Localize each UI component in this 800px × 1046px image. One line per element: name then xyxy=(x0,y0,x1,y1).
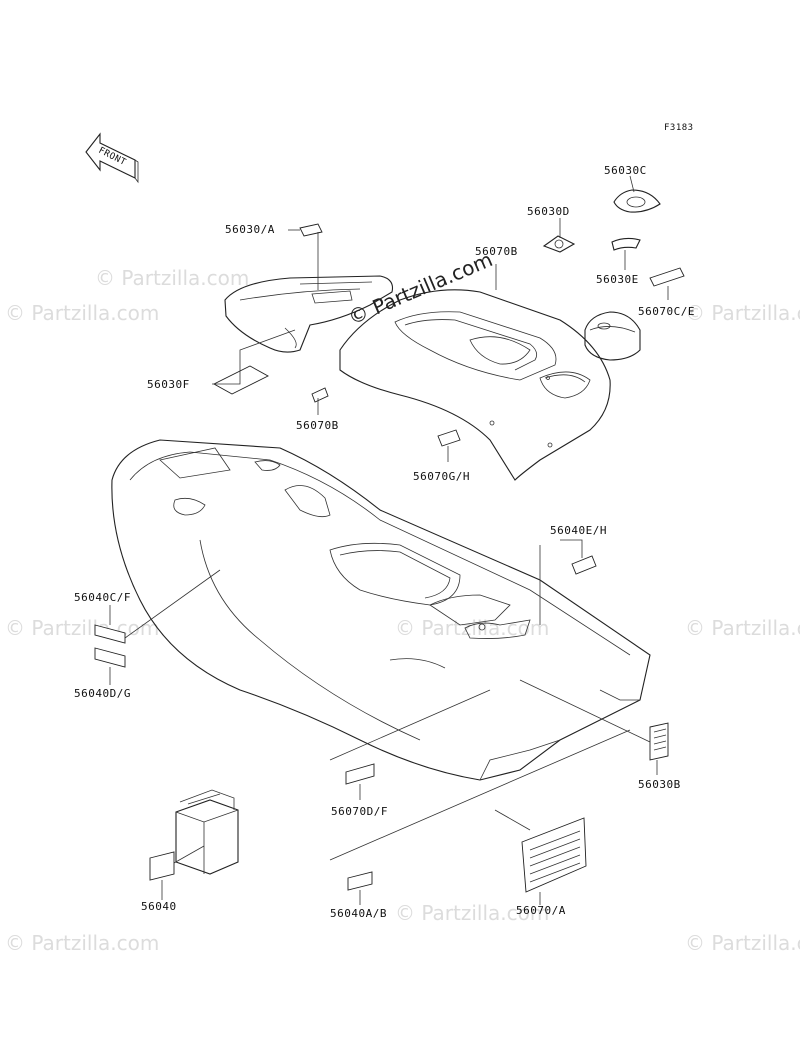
decal-56030f xyxy=(213,365,269,395)
watermark: © Partzilla.com xyxy=(395,901,549,925)
part-56030e-clip xyxy=(611,237,641,251)
hull-part xyxy=(111,439,651,781)
label-56040[interactable]: 56040 xyxy=(141,900,177,913)
label-56030a[interactable]: 56030/A xyxy=(225,223,275,236)
decal-56040dg xyxy=(94,647,126,668)
label-56030b[interactable]: 56030B xyxy=(638,778,681,791)
label-56070df[interactable]: 56070D/F xyxy=(331,805,388,818)
decal-56040 xyxy=(149,851,175,881)
decal-56040cf xyxy=(94,624,126,644)
watermark: © Partzilla.com xyxy=(5,616,159,640)
decal-group xyxy=(94,223,685,893)
decal-56070df xyxy=(345,763,375,785)
watermark-main: © Partzilla.com xyxy=(345,247,496,329)
label-56040dg[interactable]: 56040D/G xyxy=(74,687,131,700)
label-56070a[interactable]: 56070/A xyxy=(516,904,566,917)
label-56030e[interactable]: 56030E xyxy=(596,273,639,286)
watermark: © Partzilla.com xyxy=(395,616,549,640)
label-56070ce[interactable]: 56070C/E xyxy=(638,305,695,318)
watermark: © Partzilla.com xyxy=(685,616,800,640)
decal-56070a xyxy=(521,817,587,893)
battery-part xyxy=(175,789,239,875)
front-arrow-icon: FRONT xyxy=(85,132,139,184)
label-56040eh[interactable]: 56040E/H xyxy=(550,524,607,537)
label-56040ab[interactable]: 56040A/B xyxy=(330,907,387,920)
rear-cover-part xyxy=(224,275,394,353)
decal-56030a xyxy=(299,223,323,237)
watermark: © Partzilla.com xyxy=(95,266,249,290)
figure-reference: F3183 xyxy=(664,123,694,133)
label-56070b-top[interactable]: 56070B xyxy=(475,245,518,258)
hood-deck-part xyxy=(339,289,611,481)
label-56070b-left[interactable]: 56070B xyxy=(296,419,339,432)
watermark: © Partzilla.com xyxy=(685,301,800,325)
decal-56040eh xyxy=(571,555,597,575)
watermark-layer: © Partzilla.com © Partzilla.com © Partzi… xyxy=(5,266,800,955)
part-cover-lid xyxy=(584,311,641,361)
leader-lines xyxy=(109,175,669,905)
decal-56070b-left xyxy=(311,387,329,403)
label-56040cf[interactable]: 56040C/F xyxy=(74,591,131,604)
part-56030d-plate xyxy=(542,235,576,253)
watermark: © Partzilla.com xyxy=(5,931,159,955)
part-56030c-plate xyxy=(613,189,661,213)
decal-56070ce xyxy=(649,267,685,287)
watermark: © Partzilla.com xyxy=(685,931,800,955)
label-56030f[interactable]: 56030F xyxy=(147,378,190,391)
label-56030d[interactable]: 56030D xyxy=(527,205,570,218)
decal-56040ab xyxy=(347,871,373,891)
label-56030c[interactable]: 56030C xyxy=(604,164,647,177)
decal-56070gh xyxy=(437,429,461,447)
watermark: © Partzilla.com xyxy=(5,301,159,325)
part-labels: 56030/A 56030F 56070B 56070B 56030D 5603… xyxy=(74,164,695,920)
label-56070gh[interactable]: 56070G/H xyxy=(413,470,470,483)
